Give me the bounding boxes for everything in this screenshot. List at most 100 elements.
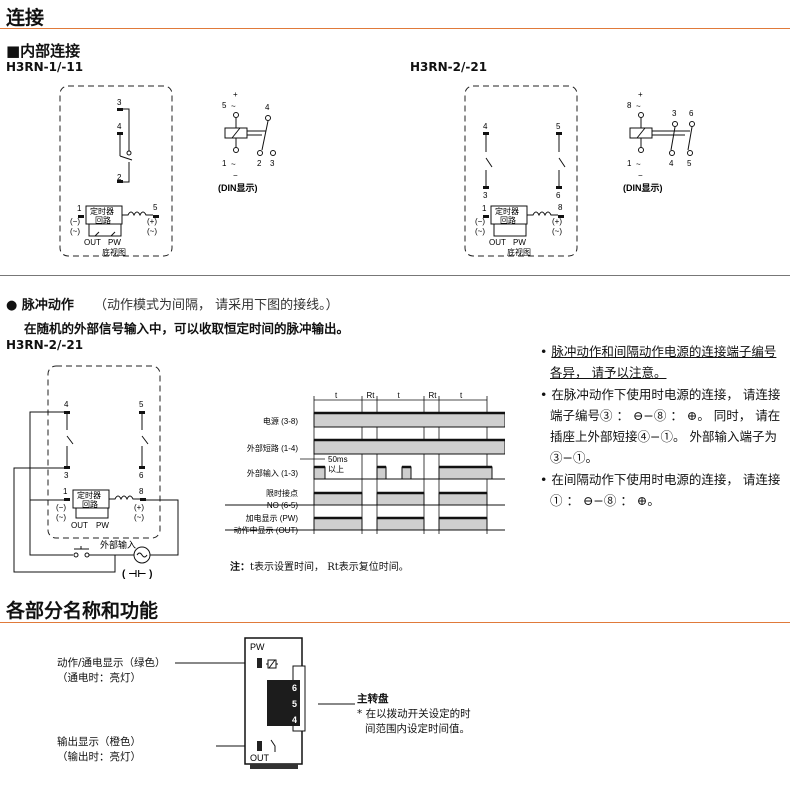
- svg-text:(−): (−): [70, 217, 80, 226]
- svg-text:1: 1: [627, 159, 632, 168]
- timing-note: 注：t表示设置时间， Rt表示复位时间。: [230, 562, 409, 573]
- din-label: (DIN显示): [218, 183, 258, 193]
- interval-label-t: t: [460, 391, 463, 400]
- svg-text:回路: 回路: [95, 215, 111, 225]
- svg-text:5: 5: [139, 400, 144, 409]
- svg-text:定时器: 定时器: [90, 206, 114, 216]
- note-item: • 在间隔动作下使用时电源的连接， 请连接① ： ⊖−⑧ ： ⊕。: [540, 472, 781, 508]
- interval-label-rt: Rt: [367, 391, 376, 400]
- contact-icon: [270, 739, 276, 752]
- svg-text:回路: 回路: [500, 215, 516, 225]
- svg-text:(+): (+): [552, 217, 562, 226]
- svg-text:6: 6: [139, 471, 144, 480]
- svg-text:~: ~: [636, 160, 641, 169]
- section-title-parts: 各部分名称和功能: [6, 600, 159, 622]
- svg-text:(DIN显示): (DIN显示): [623, 183, 663, 193]
- interval-label-t: t: [335, 391, 338, 400]
- svg-text:(−): (−): [475, 217, 485, 226]
- device-front-view: PW 6 5 4 OUT: [175, 637, 355, 769]
- timing-row-label: 加电显示 (PW): [246, 513, 299, 523]
- model-label-left: H3RN-1/-11: [6, 60, 84, 74]
- svg-text:8: 8: [627, 101, 632, 110]
- out-indicator-callout: 输出显示（橙色） （输出时：亮灯）: [57, 736, 141, 763]
- divider: [0, 275, 790, 276]
- svg-text:−: −: [233, 171, 238, 180]
- timing-row-label: 动作中显示 (OUT): [234, 525, 299, 535]
- svg-text:6: 6: [292, 683, 297, 693]
- svg-text:(+): (+): [134, 503, 144, 512]
- min-pulse-label: 以上: [328, 465, 344, 474]
- device-out-label: OUT: [250, 753, 270, 763]
- svg-text:8: 8: [558, 203, 563, 212]
- svg-text:2: 2: [257, 159, 262, 168]
- output-bar: [313, 492, 363, 506]
- terminal-1: 1: [77, 204, 82, 213]
- timing-row-label: 外部输入 (1-3): [247, 468, 298, 478]
- svg-text:4: 4: [292, 715, 297, 725]
- output-bar: [376, 492, 425, 506]
- note-item: • 脉冲动作和间隔动作电源的连接端子编号各异， 请予以注意。: [540, 344, 777, 380]
- section-divider: [0, 28, 790, 29]
- svg-text:OUT: OUT: [71, 521, 88, 530]
- pulse-wiring-diagram: 4 3 5 6 1 定时器 回路 8 (−) (~) (+) (~) OUT P…: [13, 365, 179, 580]
- model-label-right: H3RN-2/-21: [410, 60, 488, 74]
- svg-text:4: 4: [64, 400, 69, 409]
- power-bar: [313, 412, 505, 428]
- internal-wiring-diagram-h3rn-2: 4 3 5 6 1 定时器 回路 8 (−) (~) (+) (~) OUT P…: [464, 85, 578, 257]
- wiring-notes: • 脉冲动作和间隔动作电源的连接端子编号各异， 请予以注意。 • 在脉冲动作下使…: [540, 341, 785, 512]
- svg-text:4: 4: [265, 103, 270, 112]
- timing-row-label: NO (6-5): [267, 501, 298, 510]
- pulse-title: 脉冲动作: [21, 298, 74, 313]
- svg-text:(−): (−): [56, 503, 66, 512]
- svg-text:3: 3: [483, 191, 488, 200]
- svg-text:6: 6: [556, 191, 561, 200]
- terminal-4: 4: [117, 122, 122, 131]
- timing-row-label: 电源 (3-8): [263, 416, 298, 426]
- pulse-heading: ● 脉冲动作 （动作模式为间隔， 请采用下图的接线。）: [6, 298, 339, 313]
- interval-label-rt: Rt: [429, 391, 438, 400]
- svg-text:5: 5: [556, 122, 561, 131]
- svg-text:(+): (+): [147, 217, 157, 226]
- main-dial-callout: 主转盘 * 在以拨动开关设定的时 间范围内设定时间值。: [357, 693, 471, 735]
- output-bar: [313, 517, 363, 531]
- svg-text:回路: 回路: [82, 499, 98, 509]
- input-pulse: [376, 466, 387, 480]
- svg-text:定时器: 定时器: [77, 490, 101, 500]
- terminal-5: 5: [153, 203, 158, 212]
- svg-text:1: 1: [63, 487, 68, 496]
- svg-text:(~): (~): [552, 227, 562, 236]
- svg-text:~: ~: [231, 160, 236, 169]
- svg-text:4: 4: [669, 159, 674, 168]
- pw-led: [257, 658, 262, 668]
- svg-text:3: 3: [672, 109, 677, 118]
- input-pulse: [438, 466, 493, 480]
- section-title-connection: 连接: [6, 7, 45, 29]
- timing-row-label: 限时接点: [266, 488, 298, 498]
- external-input-label: 外部输入: [100, 539, 136, 550]
- svg-text:+: +: [233, 90, 238, 99]
- svg-text:PW: PW: [513, 238, 526, 247]
- svg-text:PW: PW: [108, 238, 121, 247]
- svg-text:1: 1: [222, 159, 227, 168]
- svg-text:3: 3: [270, 159, 275, 168]
- output-bar: [438, 492, 488, 506]
- svg-text:OUT: OUT: [84, 238, 101, 247]
- input-pulse: [313, 466, 326, 480]
- svg-text:1: 1: [482, 204, 487, 213]
- input-pulse: [401, 466, 412, 480]
- svg-text:(~): (~): [475, 227, 485, 236]
- svg-text:OUT: OUT: [489, 238, 506, 247]
- svg-text:(~): (~): [147, 227, 157, 236]
- main-dial: [267, 680, 300, 726]
- internal-wiring-diagram-h3rn-1: 3 4 2 1 定时器 回路 5 (−) (~) (+) (~) OUT PW …: [59, 85, 173, 257]
- subsection-title: ■内部连接: [6, 42, 81, 60]
- device-pw-label: PW: [250, 642, 265, 652]
- output-bar: [438, 517, 488, 531]
- out-led: [257, 741, 262, 751]
- svg-text:底视图: 底视图: [507, 247, 531, 257]
- bottom-view-label: 底视图: [102, 247, 126, 257]
- source-symbol: ( ⊣⊢ ): [122, 569, 153, 580]
- svg-text:3: 3: [64, 471, 69, 480]
